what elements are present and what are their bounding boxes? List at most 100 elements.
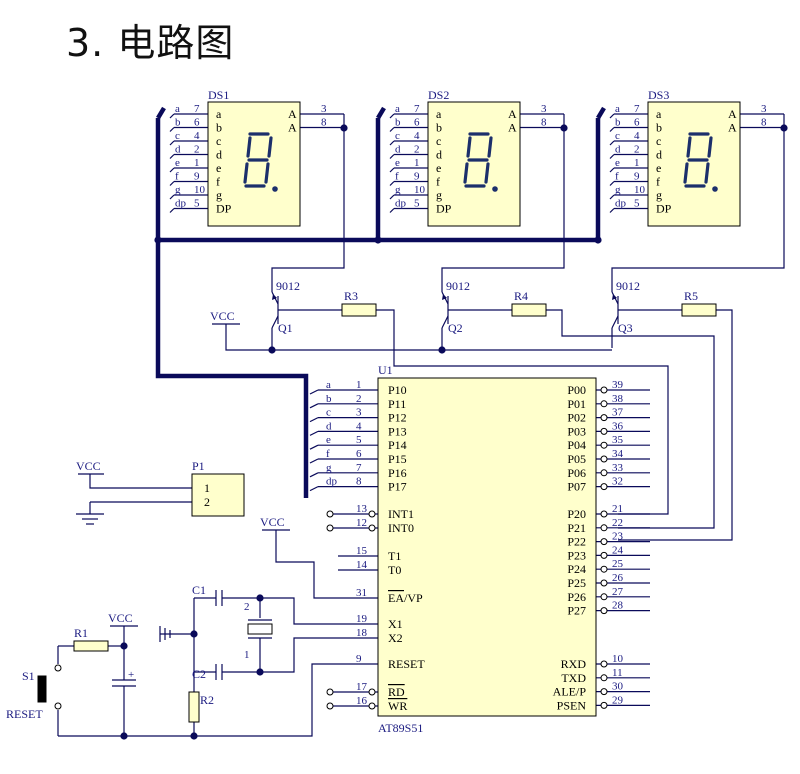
segment-label: f — [395, 171, 399, 183]
wire — [271, 128, 345, 280]
segment-pin-name: c — [656, 134, 661, 148]
pin-number: 37 — [612, 407, 624, 419]
page-title: 3. 电路图 — [66, 21, 235, 65]
r1 — [73, 640, 109, 652]
junction-dot — [256, 594, 264, 602]
anode-pin-number: 3 — [321, 103, 327, 115]
wire — [169, 113, 175, 119]
junction-dot — [256, 668, 264, 676]
segment-pin-name: g — [656, 188, 662, 202]
r1-label: R1 — [74, 626, 88, 640]
connector-body — [191, 473, 245, 517]
pin-name: P11 — [388, 397, 406, 411]
junction-dot — [120, 732, 128, 740]
transistor-name: Q1 — [278, 321, 293, 335]
wire — [222, 597, 338, 625]
wire — [441, 128, 565, 280]
pin-number: 10 — [612, 653, 624, 665]
pin-number: 35 — [612, 434, 624, 446]
wire — [609, 113, 615, 119]
pin-bubble — [600, 660, 608, 668]
pin-bubble — [600, 538, 608, 546]
c2-label: C2 — [192, 667, 206, 681]
pin-name: EA/VP — [388, 591, 423, 605]
pin-name: P02 — [567, 411, 586, 425]
wire — [58, 663, 338, 737]
segment-label: d — [175, 144, 181, 156]
switch-actuator — [37, 675, 47, 703]
pin-name: P25 — [567, 576, 586, 590]
pin-name: P21 — [567, 521, 586, 535]
pin-bubble — [600, 483, 608, 491]
wire — [546, 309, 715, 529]
port-net-label: d — [326, 420, 332, 432]
segment-label: b — [175, 117, 181, 129]
pin-name: P26 — [567, 590, 586, 604]
pin-number: 8 — [356, 476, 362, 488]
segment — [264, 162, 270, 184]
segment-pin-number: 4 — [414, 130, 420, 142]
wire — [225, 324, 612, 351]
wire — [609, 167, 615, 173]
segment — [686, 136, 692, 158]
pin-bubble — [600, 579, 608, 587]
pin-bubble — [54, 702, 62, 710]
pin-number: 28 — [612, 600, 624, 612]
pin-number: 32 — [612, 476, 623, 488]
wire — [609, 181, 615, 186]
pin-bubble — [326, 510, 334, 518]
segment — [463, 162, 469, 184]
pin-number: 2 — [356, 393, 362, 405]
pin-bubble — [600, 414, 608, 422]
wire — [376, 309, 669, 515]
wire — [271, 315, 279, 329]
pin-name: WR — [388, 699, 407, 713]
pin-bubble — [600, 427, 608, 435]
mcu-body — [377, 377, 597, 717]
wire — [389, 127, 395, 132]
pin-number: 16 — [356, 695, 368, 707]
pin-name: TXD — [561, 671, 586, 685]
segment-pin-name: e — [656, 161, 661, 175]
pin-bubble — [600, 510, 608, 518]
segment-pin-name: a — [436, 107, 442, 121]
pin-name: P06 — [567, 466, 586, 480]
anode-pin-number: 8 — [541, 117, 547, 129]
wire — [389, 181, 395, 186]
bus-line — [596, 106, 606, 120]
pin-bubble — [600, 674, 608, 682]
vcc-label: VCC — [260, 515, 285, 529]
segment-pin-name: g — [436, 188, 442, 202]
pin-name: P17 — [388, 480, 407, 494]
decimal-point — [492, 186, 498, 192]
segment-pin-number: 7 — [194, 103, 200, 115]
components — [37, 101, 741, 723]
pin-name: X2 — [388, 631, 403, 645]
segment — [707, 136, 713, 158]
mcu-part: AT89S51 — [378, 721, 423, 735]
wire — [89, 474, 192, 489]
pin-number: 9 — [356, 653, 362, 665]
pin-number: 3 — [356, 407, 362, 419]
pin-name: RXD — [561, 657, 587, 671]
cap-polarity: + — [128, 669, 134, 681]
pin-name: RESET — [388, 657, 425, 671]
pin-number: 4 — [356, 420, 362, 432]
anode-pin-name: A — [508, 121, 517, 135]
segment-pin-number: 9 — [194, 171, 200, 183]
pin-name: X1 — [388, 617, 403, 631]
segment-pin-name: f — [656, 175, 660, 189]
segment — [683, 162, 689, 184]
pin-number: 39 — [612, 379, 624, 391]
resistor-label: R5 — [684, 289, 698, 303]
pin-name: P01 — [567, 397, 586, 411]
emitter-arrow — [442, 294, 447, 300]
connector-pin: 1 — [204, 481, 210, 495]
wire — [389, 113, 395, 119]
pin-bubble — [368, 702, 376, 710]
crystal — [247, 623, 273, 635]
pin-bubble — [600, 455, 608, 463]
wire — [389, 194, 395, 200]
segment-pin-number: 10 — [634, 184, 646, 196]
pin-number: 34 — [612, 448, 624, 460]
